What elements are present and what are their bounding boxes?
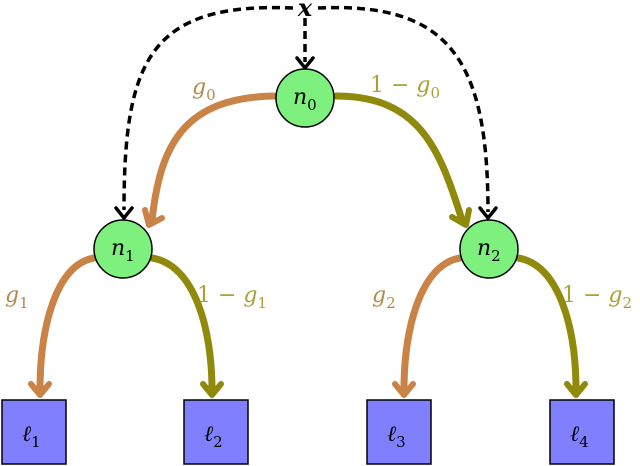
- edge-label-g1: g1: [5, 283, 29, 312]
- dashed-arrowheads: [114, 56, 498, 221]
- input-x-label: x: [297, 0, 313, 22]
- edge-label-g0: g0: [192, 75, 216, 104]
- node-n1-base: n: [111, 236, 125, 261]
- edge-label-one-minus-g0-prefix: 1 −: [370, 73, 416, 98]
- n0-dashed-arrowhead: [295, 56, 315, 71]
- n1-dashed-arrowhead: [114, 206, 134, 221]
- edge-label-one-minus-g2: 1 − g2: [562, 283, 632, 312]
- arrowhead-l4: [564, 381, 588, 398]
- input-to-n2-arrow: [317, 5, 490, 213]
- edge-label-one-minus-g1: 1 − g1: [197, 283, 267, 312]
- arrowhead-l2: [200, 381, 224, 398]
- leaf-l1-base: ℓ: [22, 422, 32, 447]
- arrowhead-n1: [142, 207, 165, 228]
- leaf-l2-sub: 2: [213, 433, 223, 451]
- leaf-l2-label: ℓ2: [204, 422, 223, 451]
- node-n0-sub: 0: [307, 96, 317, 114]
- edge-label-one-minus-g2-base: g: [608, 283, 622, 308]
- edge-label-g1-base: g: [5, 283, 19, 308]
- node-n1-circle: [93, 219, 153, 279]
- edge-n1-l1: [36, 254, 98, 394]
- node-n0-base: n: [293, 85, 307, 110]
- edge-label-one-minus-g1-sub: 1: [258, 294, 268, 312]
- leaf-l3: ℓ3: [366, 399, 432, 465]
- edge-label-g2: g2: [372, 283, 396, 312]
- leaf-l3-box: [366, 399, 432, 465]
- node-n2: n2: [459, 219, 519, 279]
- leaf-l1-sub: 1: [31, 433, 41, 451]
- leaf-l2-box: [183, 399, 249, 465]
- node-n2-sub: 2: [491, 247, 501, 265]
- node-n0-label: n0: [293, 85, 317, 114]
- edge-label-one-minus-g0-sub: 0: [431, 84, 441, 102]
- leaf-l4-base: ℓ: [570, 422, 580, 447]
- leaf-l4-sub: 4: [579, 433, 589, 451]
- input-to-n1-arrow: [122, 5, 294, 211]
- leaf-l1: ℓ1: [1, 399, 67, 465]
- leaf-l2-base: ℓ: [204, 422, 214, 447]
- leaf-l3-sub: 3: [396, 433, 406, 451]
- arrowhead-n2: [449, 207, 472, 228]
- leaf-l2: ℓ2: [183, 399, 249, 465]
- edge-label-one-minus-g2-prefix: 1 −: [562, 283, 608, 308]
- n2-dashed-arrowhead: [478, 206, 498, 221]
- edge-label-one-minus-g0: 1 − g0: [370, 73, 440, 102]
- leaf-l1-box: [1, 399, 67, 465]
- leaf-l4-label: ℓ4: [570, 422, 589, 451]
- edge-n1-l2: [148, 254, 216, 394]
- edge-arrowheads: [28, 207, 588, 398]
- leaf-l4: ℓ4: [549, 399, 615, 465]
- edge-label-g0-sub: 0: [206, 86, 216, 104]
- edge-label-one-minus-g2-sub: 2: [623, 294, 633, 312]
- node-n2-base: n: [477, 236, 491, 261]
- node-n1: n1: [93, 219, 153, 279]
- arrowhead-l3: [392, 381, 416, 398]
- leaf-l3-label: ℓ3: [387, 422, 406, 451]
- edge-n2-l4: [514, 254, 580, 394]
- edge-label-one-minus-g1-base: g: [243, 283, 257, 308]
- leaf-l1-label: ℓ1: [22, 422, 41, 451]
- node-n1-label: n1: [111, 236, 135, 265]
- edge-n0-n2: [332, 92, 466, 224]
- node-n2-label: n2: [477, 236, 501, 265]
- tree-edges: [36, 92, 580, 394]
- node-n0-circle: [275, 68, 335, 128]
- edge-label-g0-base: g: [192, 75, 206, 100]
- node-n0: n0: [275, 68, 335, 128]
- edge-label-g2-sub: 2: [386, 294, 396, 312]
- edge-label-g2-base: g: [372, 283, 386, 308]
- arrowhead-l1: [28, 381, 52, 398]
- node-n1-sub: 1: [125, 247, 135, 265]
- edge-n2-l3: [400, 254, 464, 394]
- input-connections: [122, 5, 490, 213]
- edge-label-one-minus-g1-prefix: 1 −: [197, 283, 243, 308]
- leaf-l4-box: [549, 399, 615, 465]
- edge-label-one-minus-g0-base: g: [416, 73, 430, 98]
- edge-n0-n1: [148, 92, 282, 224]
- node-n2-circle: [459, 219, 519, 279]
- leaf-l3-base: ℓ: [387, 422, 397, 447]
- edge-label-g1-sub: 1: [19, 294, 29, 312]
